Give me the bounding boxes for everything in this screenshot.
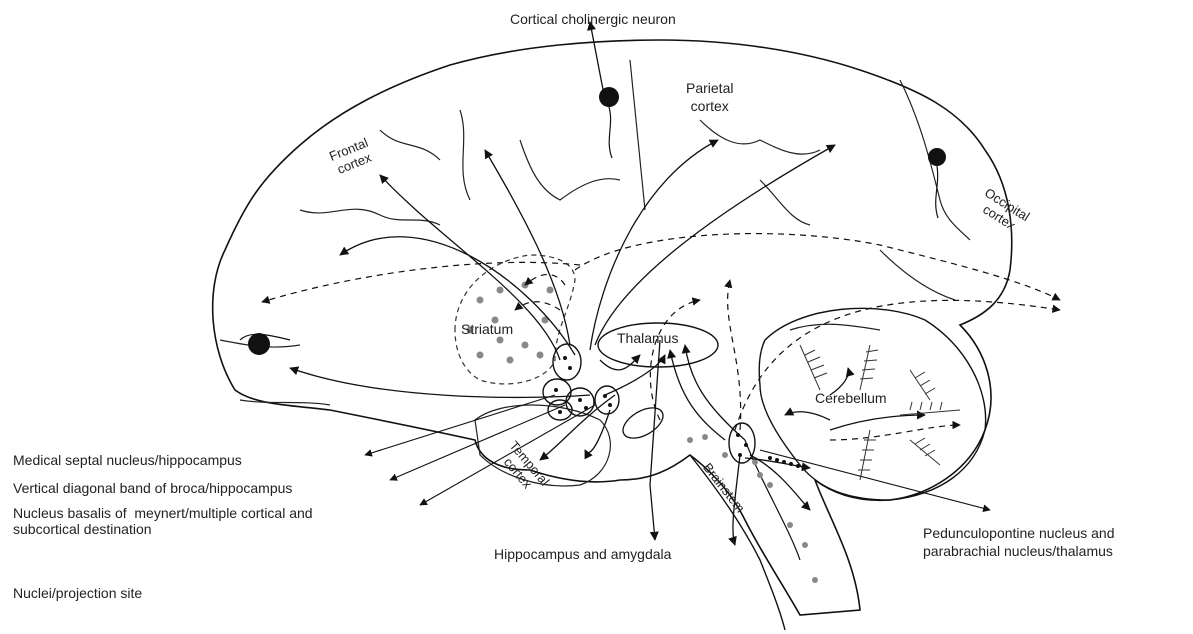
legend-footer: Nuclei/projection site bbox=[13, 585, 142, 601]
sulci bbox=[220, 60, 970, 405]
hippocampus-amygdala-label: Hippocampus and amygdala bbox=[494, 546, 671, 562]
striatum-label: Striatum bbox=[461, 321, 513, 337]
hippocampus-oval bbox=[618, 402, 668, 445]
legend-leaders bbox=[365, 395, 990, 510]
striatum-outline bbox=[455, 255, 575, 384]
brain-outline bbox=[213, 40, 1012, 615]
thalamus-label: Thalamus bbox=[617, 330, 678, 346]
legend-item-septal: Medical septal nucleus/hippocampus bbox=[13, 452, 242, 468]
cerebellum-folia bbox=[800, 345, 960, 480]
basal-nuclei bbox=[543, 344, 619, 420]
legend-item-diagonal-band: Vertical diagonal band of broca/hippocam… bbox=[13, 480, 292, 496]
legend-item-nucleus-basalis: Nucleus basalis of meynert/multiple cort… bbox=[13, 505, 313, 537]
cortical-neuron-label: Cortical cholinergic neuron bbox=[510, 11, 676, 27]
pedunculopontine-label: Pedunculopontine nucleus and parabrachia… bbox=[923, 524, 1115, 560]
cerebellum-label: Cerebellum bbox=[815, 390, 887, 406]
parietal-label: Parietal cortex bbox=[686, 79, 733, 115]
